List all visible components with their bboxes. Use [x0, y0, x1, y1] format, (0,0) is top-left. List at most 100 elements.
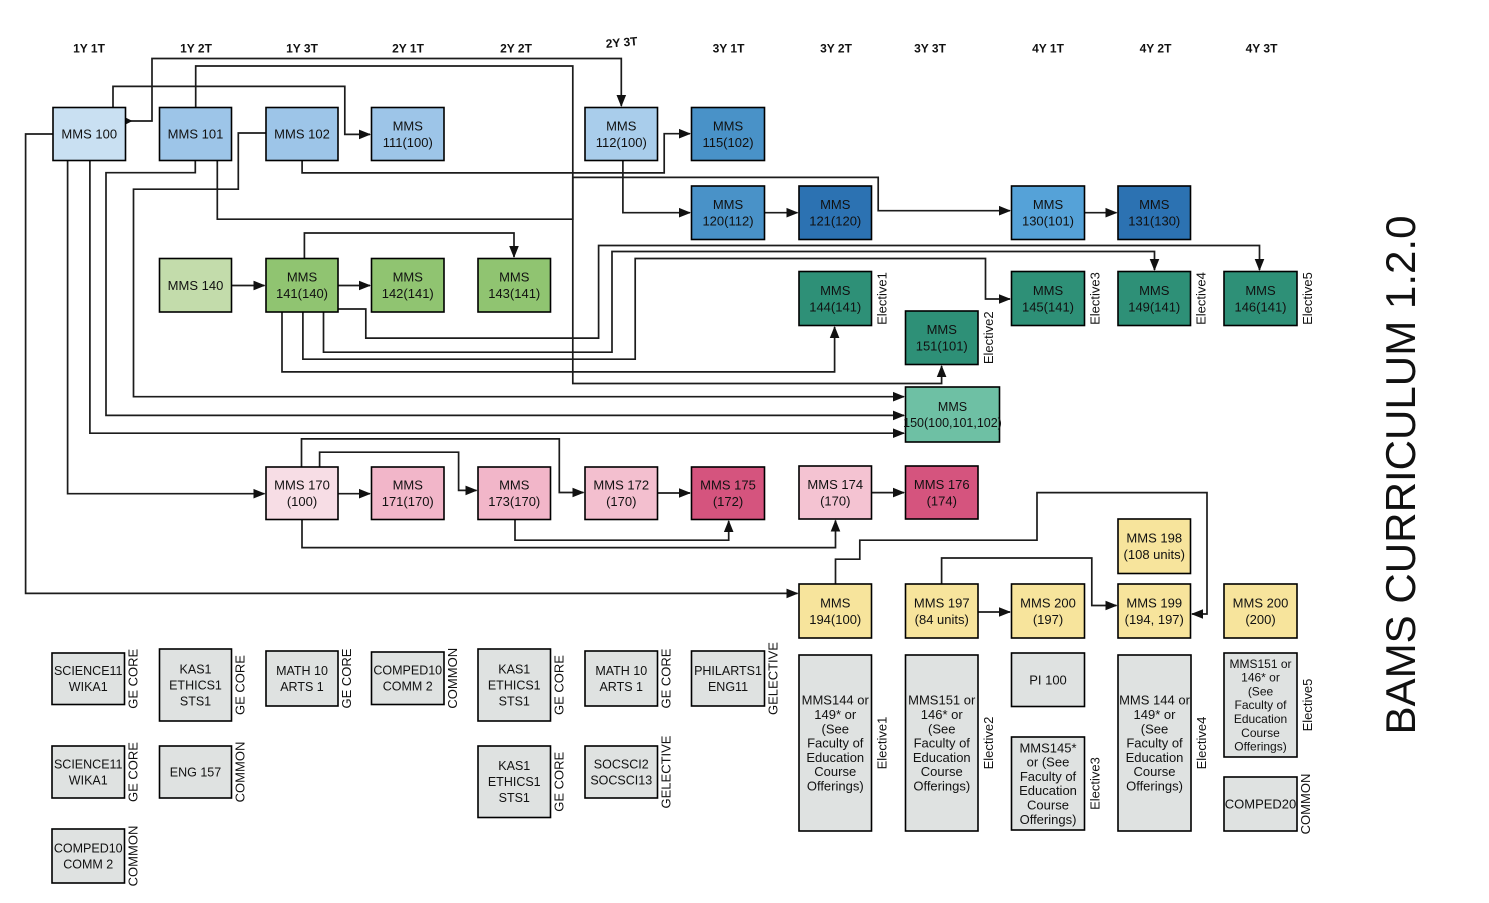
svg-text:MMS: MMS [820, 595, 851, 610]
svg-text:Course: Course [1134, 764, 1176, 779]
svg-text:130(101): 130(101) [1022, 214, 1074, 229]
svg-text:Offerings): Offerings) [807, 778, 864, 793]
svg-text:GELECTIVE: GELECTIVE [766, 642, 781, 715]
svg-text:173(170): 173(170) [488, 494, 540, 509]
svg-text:Elective5: Elective5 [1300, 679, 1315, 732]
svg-text:Elective1: Elective1 [875, 717, 890, 770]
svg-text:MMS: MMS [499, 270, 530, 285]
svg-text:MMS145*: MMS145* [1019, 740, 1076, 755]
svg-text:Offerings): Offerings) [913, 778, 970, 793]
svg-text:COMM 2: COMM 2 [63, 857, 113, 871]
svg-text:MMS: MMS [1033, 197, 1064, 212]
svg-text:MMS144 or: MMS144 or [802, 693, 870, 708]
svg-text:149* or: 149* or [1134, 707, 1177, 722]
svg-text:(108 units): (108 units) [1124, 547, 1185, 562]
svg-text:MATH 10: MATH 10 [276, 664, 328, 678]
svg-text:Elective2: Elective2 [981, 717, 996, 770]
svg-text:120(112): 120(112) [702, 214, 753, 229]
svg-text:171(170): 171(170) [382, 494, 434, 509]
svg-text:MMS: MMS [713, 197, 744, 212]
svg-text:MMS: MMS [499, 478, 530, 493]
svg-text:MMS 175: MMS 175 [700, 478, 756, 493]
svg-text:PI 100: PI 100 [1029, 672, 1067, 687]
svg-text:2Y 1T: 2Y 1T [392, 42, 424, 56]
svg-text:MMS: MMS [927, 322, 958, 337]
svg-text:COMM 2: COMM 2 [383, 680, 433, 694]
svg-text:MMS 200: MMS 200 [1233, 595, 1289, 610]
svg-text:MMS: MMS [1033, 283, 1064, 298]
svg-text:Elective3: Elective3 [1088, 757, 1103, 810]
svg-text:MMS: MMS [938, 400, 967, 414]
svg-text:MMS151 or: MMS151 or [1229, 657, 1291, 671]
svg-text:Education: Education [913, 750, 971, 765]
svg-text:COMMON: COMMON [445, 648, 460, 709]
svg-text:STS1: STS1 [180, 694, 211, 708]
svg-text:MMS: MMS [1139, 283, 1170, 298]
svg-text:ENG11: ENG11 [708, 680, 748, 694]
svg-text:MMS 144 or: MMS 144 or [1119, 693, 1190, 708]
svg-text:146* or: 146* or [921, 707, 964, 722]
svg-text:GE CORE: GE CORE [659, 648, 674, 708]
svg-text:or (See: or (See [1027, 755, 1070, 770]
svg-text:WIKA1: WIKA1 [69, 773, 108, 787]
svg-text:WIKA1: WIKA1 [69, 680, 108, 694]
svg-text:Faculty of: Faculty of [1126, 736, 1183, 751]
svg-text:2Y 3T: 2Y 3T [605, 34, 639, 51]
svg-text:Course: Course [1241, 726, 1280, 740]
svg-text:MMS 174: MMS 174 [807, 477, 863, 492]
svg-text:(84 units): (84 units) [915, 612, 969, 627]
svg-text:Elective3: Elective3 [1088, 272, 1103, 325]
svg-text:112(100): 112(100) [596, 135, 647, 150]
svg-text:GE CORE: GE CORE [126, 742, 141, 802]
svg-text:MMS 172: MMS 172 [593, 478, 649, 493]
svg-text:COMMON: COMMON [1298, 774, 1313, 835]
svg-text:Education: Education [1234, 712, 1287, 726]
svg-text:(172): (172) [713, 494, 743, 509]
svg-text:Course: Course [1027, 798, 1069, 813]
svg-text:MMS: MMS [393, 478, 424, 493]
svg-text:ENG 157: ENG 157 [170, 765, 221, 779]
svg-text:GE CORE: GE CORE [552, 751, 567, 811]
svg-text:MMS: MMS [287, 270, 318, 285]
svg-text:Education: Education [1019, 783, 1077, 798]
svg-text:Education: Education [806, 750, 864, 765]
svg-text:151(101): 151(101) [916, 339, 968, 354]
svg-text:GE CORE: GE CORE [233, 655, 248, 715]
svg-text:MMS: MMS [393, 118, 424, 133]
svg-text:111(100): 111(100) [383, 135, 433, 150]
svg-text:COMPED10: COMPED10 [373, 664, 442, 678]
svg-text:SOCSCI13: SOCSCI13 [590, 773, 652, 787]
svg-text:PHILARTS1: PHILARTS1 [694, 664, 762, 678]
svg-text:ARTS 1: ARTS 1 [599, 680, 643, 694]
svg-text:Elective4: Elective4 [1194, 717, 1209, 770]
svg-text:Offerings): Offerings) [1234, 740, 1286, 754]
svg-text:143(141): 143(141) [488, 286, 540, 301]
svg-text:131(130): 131(130) [1128, 214, 1180, 229]
svg-text:KAS1: KAS1 [498, 759, 530, 773]
svg-text:COMPED20: COMPED20 [1225, 797, 1297, 812]
svg-text:MMS 200: MMS 200 [1020, 595, 1076, 610]
svg-text:MMS: MMS [606, 118, 637, 133]
svg-text:MMS 100: MMS 100 [61, 127, 117, 142]
svg-text:GE CORE: GE CORE [339, 648, 354, 708]
svg-text:GE CORE: GE CORE [126, 648, 141, 708]
svg-text:145(141): 145(141) [1022, 299, 1074, 314]
svg-text:Faculty of: Faculty of [1020, 769, 1077, 784]
svg-text:ETHICS1: ETHICS1 [488, 678, 541, 692]
svg-text:Faculty of: Faculty of [914, 736, 971, 751]
svg-text:Faculty of: Faculty of [807, 736, 864, 751]
svg-text:121(120): 121(120) [809, 214, 861, 229]
svg-text:115(102): 115(102) [702, 135, 753, 150]
svg-text:4Y 3T: 4Y 3T [1246, 42, 1278, 56]
svg-text:STS1: STS1 [499, 694, 530, 708]
svg-text:COMMON: COMMON [126, 826, 141, 887]
svg-text:MMS: MMS [1139, 197, 1170, 212]
svg-text:ETHICS1: ETHICS1 [488, 775, 541, 789]
svg-text:ARTS 1: ARTS 1 [280, 680, 324, 694]
svg-text:SOCSCI2: SOCSCI2 [594, 757, 649, 771]
svg-text:MMS: MMS [1245, 283, 1276, 298]
svg-text:COMMON: COMMON [233, 742, 248, 803]
svg-text:150(100,101,102): 150(100,101,102) [903, 416, 1002, 430]
svg-text:(170): (170) [820, 493, 850, 508]
svg-text:4Y 1T: 4Y 1T [1032, 42, 1064, 56]
